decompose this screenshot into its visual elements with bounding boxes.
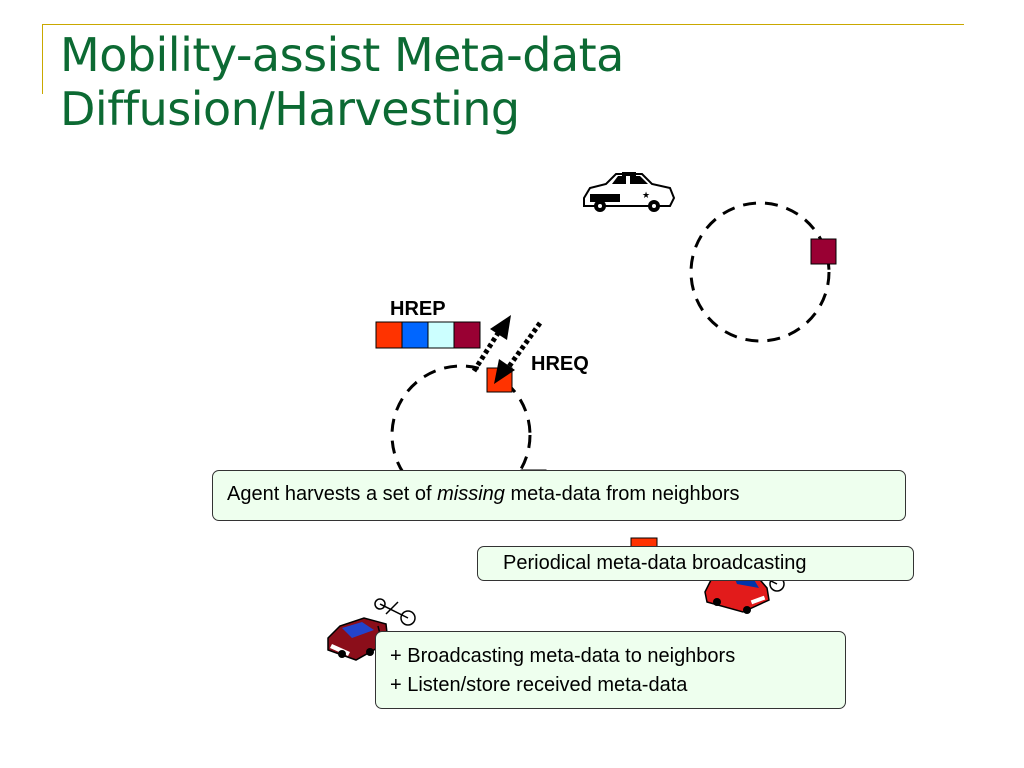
harvest-text-suffix: meta-data from neighbors xyxy=(504,483,740,505)
title-line-1: Mobility-assist Meta-data xyxy=(60,28,624,82)
radio-range-circle-right xyxy=(689,201,831,343)
harvest-text-prefix: Agent harvests a set of xyxy=(227,483,438,505)
hrep-metadata-set xyxy=(375,321,481,349)
radio-range-circle-center xyxy=(390,364,532,506)
bullet-broadcast: + Broadcasting meta-data to neighbors xyxy=(390,645,736,667)
hreq-label: HREQ xyxy=(531,353,589,375)
hrep-label: HREP xyxy=(390,298,446,320)
bullet-listen: + Listen/store received meta-data xyxy=(390,674,688,696)
svg-text:★: ★ xyxy=(642,191,650,201)
harvest-text-emphasis: missing xyxy=(437,483,505,505)
broadcast-listen-callout: + Broadcasting meta-data to neighbors + … xyxy=(375,631,846,709)
harvest-callout: Agent harvests a set of missing meta-dat… xyxy=(212,470,906,521)
periodical-text: Periodical meta-data broadcasting xyxy=(503,552,807,574)
hreq-arrow xyxy=(494,321,543,384)
title-rule-top xyxy=(42,24,964,25)
title-rule-left xyxy=(42,24,43,94)
periodical-broadcast-callout: Periodical meta-data broadcasting xyxy=(477,546,914,581)
page-title: Mobility-assist Meta-data Diffusion/Harv… xyxy=(60,28,624,136)
hrep-arrow xyxy=(471,315,511,373)
metadata-block-maroon xyxy=(810,238,837,265)
title-line-2: Diffusion/Harvesting xyxy=(60,82,520,136)
police-car-icon: ★ xyxy=(583,172,676,212)
